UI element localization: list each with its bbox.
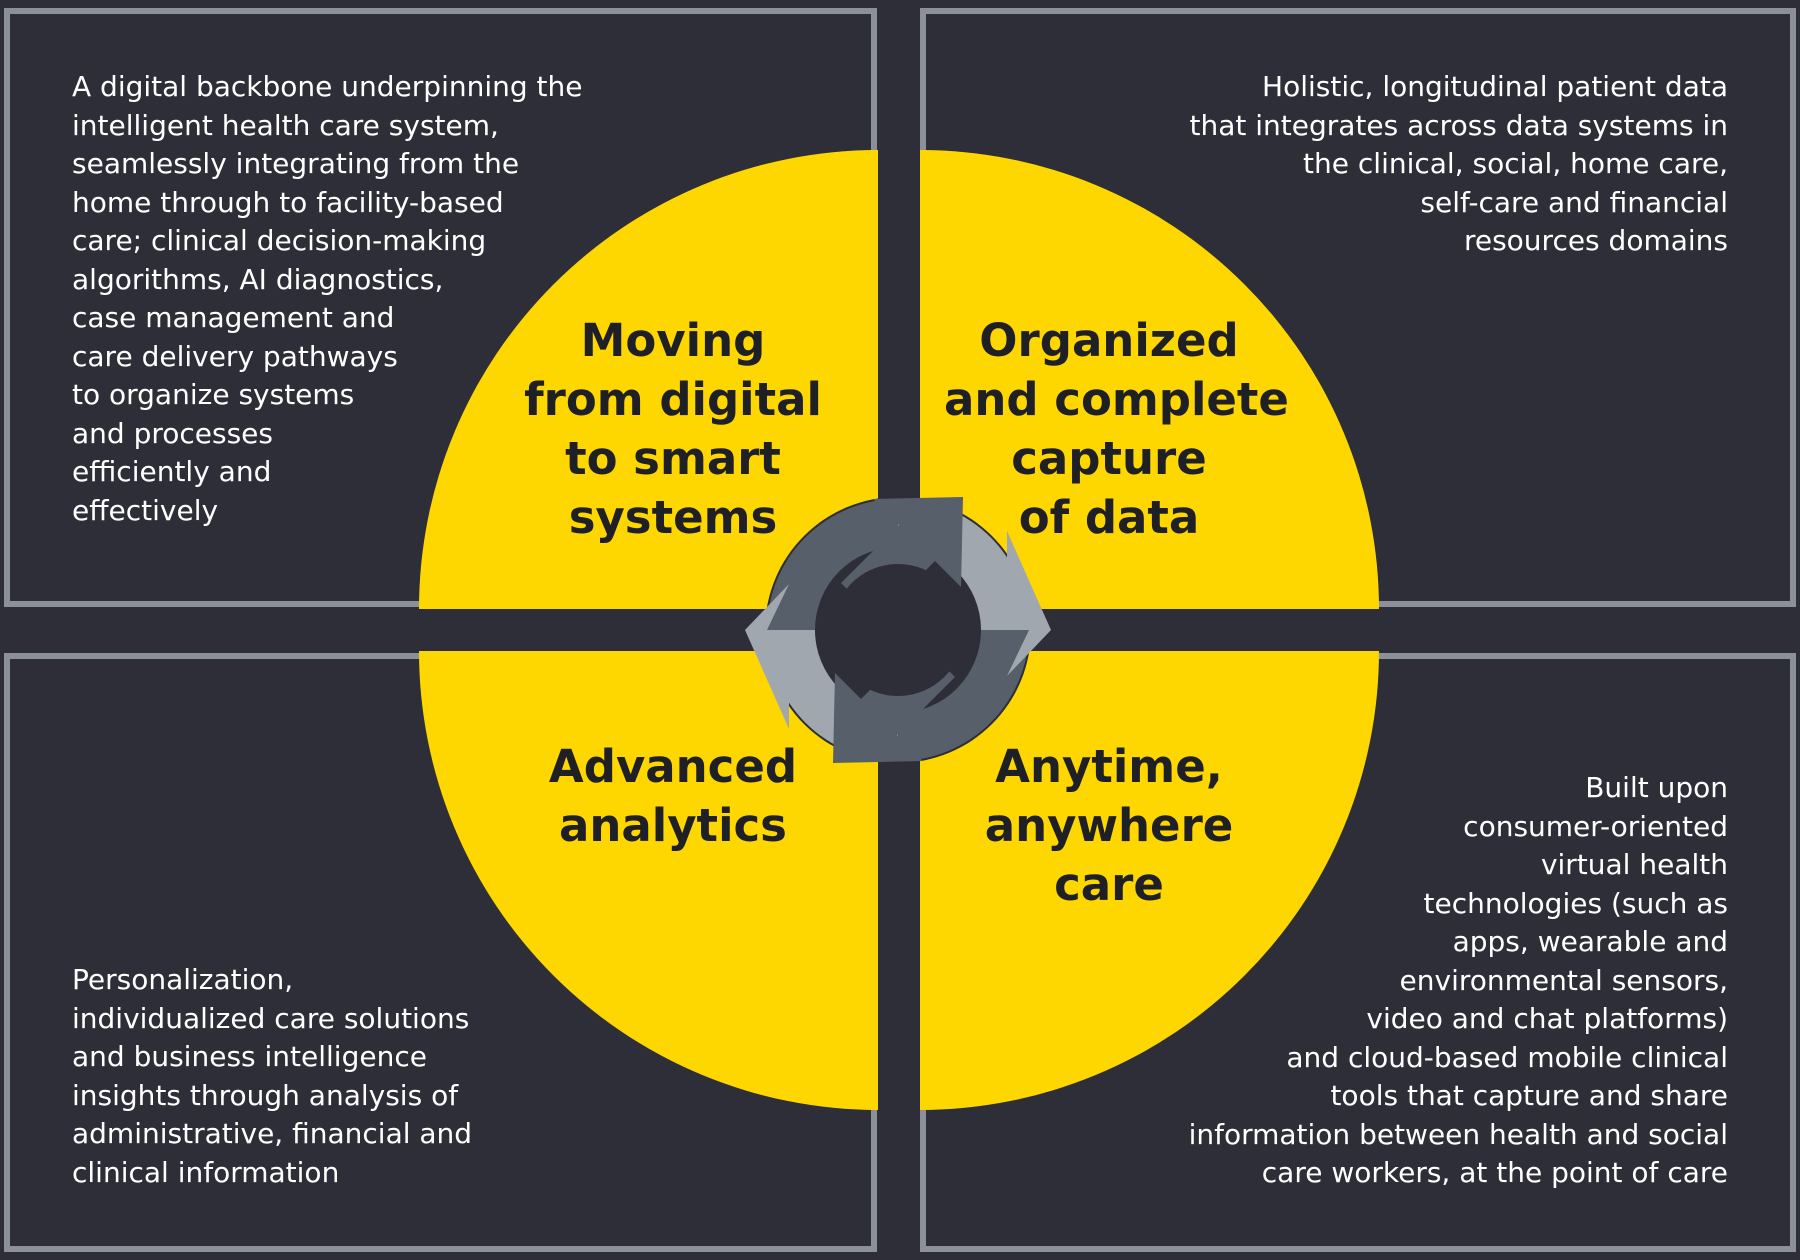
quadrant-title-top-right-line: of data (1018, 491, 1200, 544)
description-bottom-right-line: care workers, at the point of care (1261, 1156, 1728, 1189)
description-bottom-right: Built upon consumer-oriented virtual healt… (1189, 769, 1728, 1193)
quadrant-title-bottom-right-line: care (1054, 858, 1164, 911)
description-top-left-line: home through to facility-based (72, 185, 504, 219)
quadrant-title-bottom-left-line: Advanced (548, 740, 798, 793)
description-bottom-left-line: insights through analysis of (72, 1078, 459, 1112)
quadrant-title-top-right-line: and complete (944, 373, 1289, 426)
description-top-left-line: case management and (72, 301, 395, 334)
quadrant-title-bottom-right-line: Anytime, (995, 740, 1223, 793)
description-top-left-line: efficiently and (72, 455, 272, 488)
quadrant-title-top-right: Organized and complete capture of data (944, 311, 1289, 547)
refresh-cycle-arrows-icon (745, 497, 1051, 763)
quadrant-title-top-left-line: from digital (524, 373, 822, 426)
quadrant-top-left (419, 150, 878, 609)
description-bottom-right-line: information between health and social (1188, 1117, 1728, 1151)
description-bottom-left-line: administrative, financial and (72, 1117, 473, 1150)
quadrant-title-top-right-line: Organized (979, 314, 1239, 367)
quadrant-top-right (920, 150, 1379, 609)
description-top-left-line: seamlessly integrating from the (72, 147, 520, 180)
quadrant-bottom-left (419, 651, 878, 1110)
description-bottom-right-line: tools that capture and share (1330, 1079, 1728, 1112)
description-top-right-line: that integrates across data systems in (1189, 108, 1729, 142)
quadrant-title-bottom-right-line: anywhere (984, 799, 1234, 852)
quadrant-title-top-left-line: Moving (580, 314, 766, 367)
quadrant-title-top-left-line: systems (568, 491, 778, 544)
description-bottom-left-line: clinical information (72, 1155, 340, 1189)
description-top-right-line: resources domains (1463, 224, 1728, 257)
description-top-right-line: the clinical, social, home care, (1303, 147, 1728, 180)
quadrant-title-top-left-line: to smart (565, 432, 781, 485)
description-bottom-left-line: and business intelligence (72, 1040, 427, 1073)
description-top-left-line: algorithms, AI diagnostics, (72, 262, 444, 296)
description-top-right-line: self-care and financial (1420, 185, 1728, 219)
description-bottom-right-line: and cloud-based mobile clinical (1286, 1040, 1728, 1074)
description-bottom-right-line: consumer-oriented (1463, 809, 1728, 843)
description-top-left-line: to organize systems (72, 378, 355, 411)
quadrant-title-top-left: Moving from digital to smart systems (508, 311, 838, 547)
description-top-left-line: intelligent health care system, (72, 108, 499, 142)
description-bottom-right-line: technologies (such as (1423, 886, 1728, 920)
description-bottom-right-line: environmental sensors, (1399, 963, 1728, 997)
description-top-left-line: care delivery pathways (72, 339, 398, 373)
description-top-right-line: Holistic, longitudinal patient data (1262, 70, 1728, 103)
quadrant-title-bottom-right: Anytime, anywhere care (944, 737, 1274, 914)
quadrant-bottom-right (920, 651, 1379, 1110)
description-bottom-left-line: Personalization, (72, 963, 294, 996)
quadrant-title-bottom-left: Advanced analytics (508, 737, 838, 855)
description-bottom-right-line: video and chat platforms) (1366, 1002, 1728, 1035)
quadrant-title-bottom-left-line: analytics (559, 799, 787, 852)
description-top-left-line: and processes (72, 416, 273, 450)
description-bottom-left: Personalization, individualized care solu… (72, 961, 472, 1192)
description-top-right: Holistic, longitudinal patient data that … (1190, 68, 1729, 261)
description-bottom-right-line: virtual health (1540, 848, 1728, 881)
quadrant-title-top-right-line: capture (1011, 432, 1207, 485)
description-top-left-line: effectively (72, 493, 219, 527)
description-top-left-line: A digital backbone underpinning the (72, 70, 583, 103)
description-bottom-right-line: Built upon (1585, 771, 1728, 804)
description-bottom-left-line: individualized care solutions (72, 1001, 470, 1035)
description-bottom-right-line: apps, wearable and (1452, 925, 1728, 958)
description-top-left-line: care; clinical decision-making (72, 224, 487, 257)
description-top-left: A digital backbone underpinning the intel… (72, 68, 583, 530)
